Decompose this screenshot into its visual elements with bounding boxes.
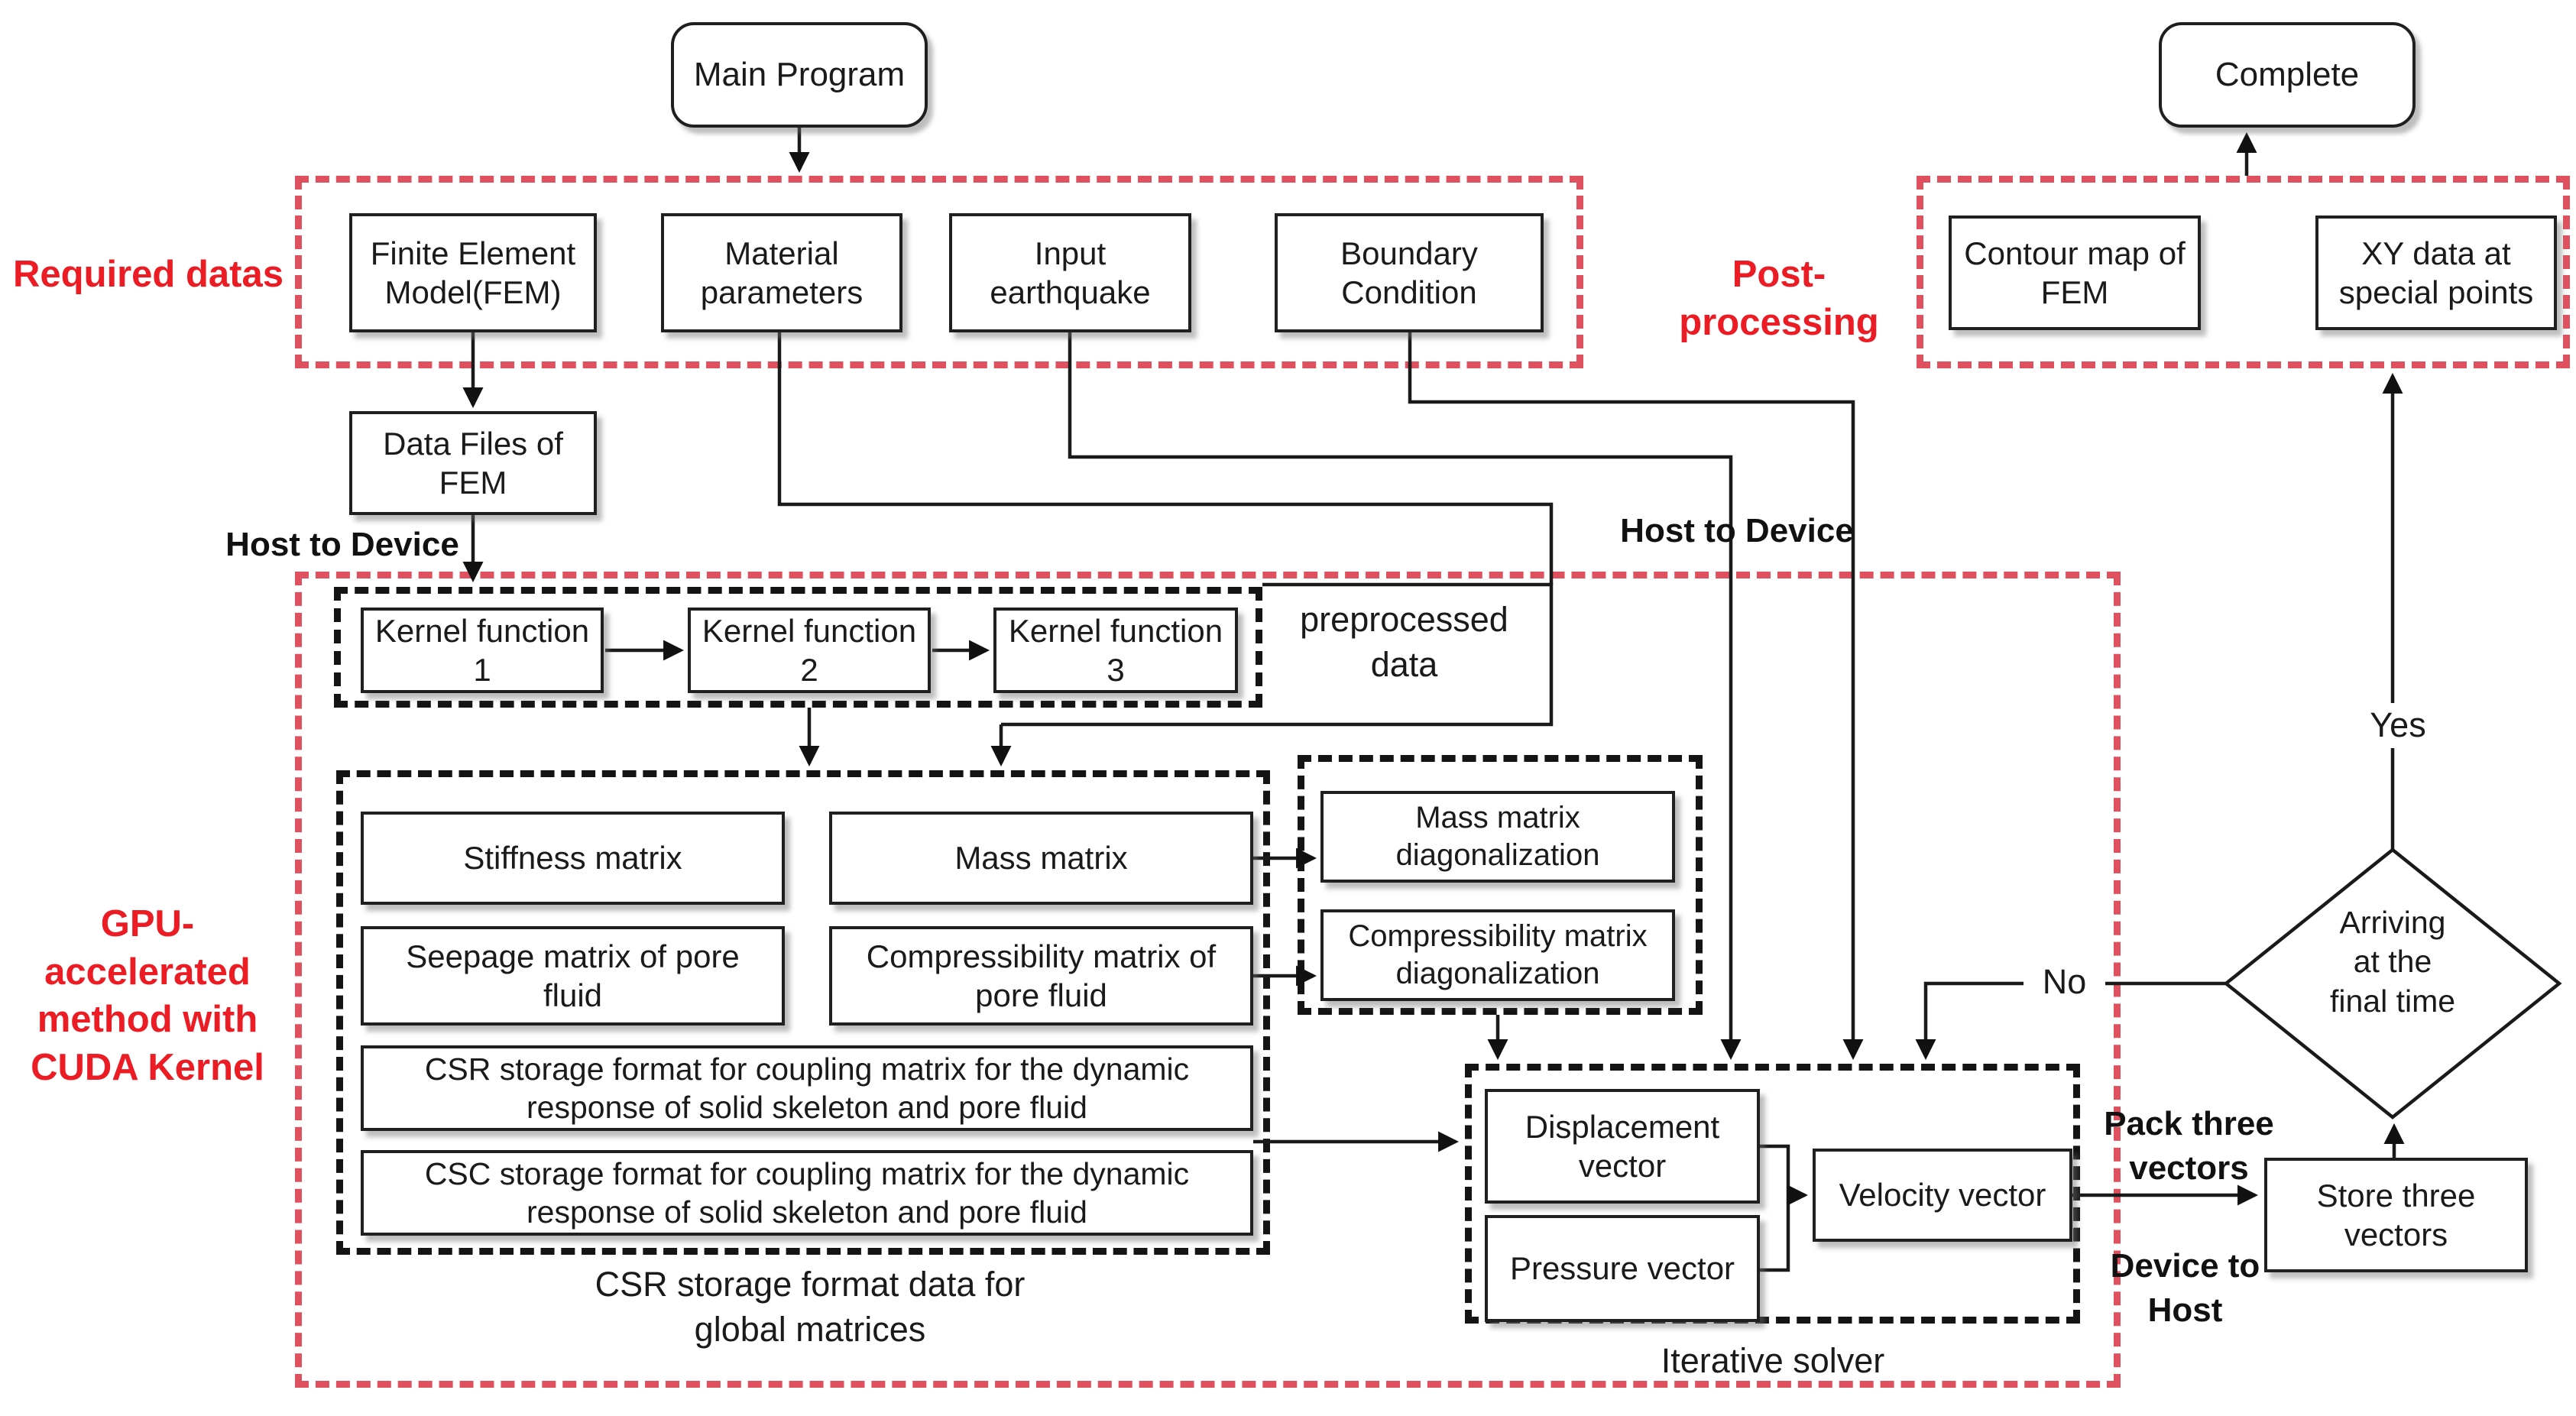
kernel-function-3-label: Kernel function 3	[1008, 612, 1223, 688]
pack-three-vectors-label: Pack three vectors	[2095, 1102, 2283, 1191]
csc-storage-node: CSC storage format for coupling matrix f…	[361, 1150, 1253, 1236]
material-parameters-label: Material parameters	[700, 235, 864, 310]
gpu-label-line-2: method with	[37, 999, 258, 1041]
preprocessed-line-2: data	[1370, 644, 1438, 684]
boundary-condition-node: Boundary Condition	[1275, 213, 1544, 332]
d2h-label-line-2: Host	[2147, 1291, 2223, 1330]
preprocessed-line-1: preprocessed	[1300, 600, 1508, 639]
gpu-label-line-1: GPU-accelerated	[44, 903, 251, 993]
input-earthquake-label: Input earthquake	[990, 235, 1151, 310]
mass-diagonalization-label: Mass matrix diagonalization	[1395, 801, 1600, 872]
compressibility-matrix-label: Compressibility matrix of pore fluid	[866, 938, 1217, 1013]
decision-line-2: at the	[2353, 944, 2432, 980]
complete-node: Complete	[2159, 22, 2416, 128]
compressibility-diagonalization-node: Compressibility matrix diagonalization	[1320, 909, 1675, 1001]
contour-map-node: Contour map of FEM	[1949, 215, 2201, 330]
data-files-node: Data Files of FEM	[349, 411, 597, 515]
kernel-function-3-node: Kernel function 3	[993, 608, 1238, 693]
stiffness-matrix-label: Stiffness matrix	[463, 840, 682, 876]
xy-data-label: XY data at special points	[2338, 235, 2534, 310]
velocity-vector-node: Velocity vector	[1813, 1149, 2072, 1242]
edge-material-to-preprocessed	[777, 332, 1554, 585]
pack-label-line-1: Pack three	[2104, 1105, 2274, 1142]
decision-line-1: Arriving	[2339, 905, 2446, 940]
mass-diagonalization-node: Mass matrix diagonalization	[1320, 791, 1675, 883]
input-earthquake-node: Input earthquake	[949, 213, 1191, 332]
host-to-device-right-label: Host to Device	[1620, 512, 1854, 549]
velocity-vector-label: Velocity vector	[1839, 1177, 2046, 1213]
csr-storage-node: CSR storage format for coupling matrix f…	[361, 1045, 1253, 1131]
store-three-vectors-node: Store three vectors	[2264, 1158, 2528, 1272]
decision-line-3: final time	[2329, 983, 2456, 1019]
data-files-label: Data Files of FEM	[383, 425, 563, 501]
mass-matrix-node: Mass matrix	[829, 812, 1253, 905]
matrices-caption: CSR storage format data for global matri…	[543, 1262, 1077, 1352]
fem-node: Finite Element Model(FEM)	[349, 213, 597, 332]
displacement-vector-node: Displacement vector	[1485, 1089, 1760, 1204]
matrices-caption-line-2: global matrices	[694, 1309, 926, 1349]
complete-label: Complete	[2215, 56, 2360, 94]
stiffness-matrix-node: Stiffness matrix	[361, 812, 785, 905]
compressibility-diagonalization-label: Compressibility matrix diagonalization	[1348, 919, 1648, 990]
post-processing-group-frame	[1917, 176, 2570, 368]
contour-map-label: Contour map of FEM	[1964, 235, 2186, 310]
displacement-vector-label: Displacement vector	[1525, 1108, 1720, 1184]
d2h-label-line-1: Device to	[2110, 1247, 2260, 1285]
pressure-vector-node: Pressure vector	[1485, 1215, 1760, 1322]
pack-label-line-2: vectors	[2129, 1149, 2249, 1188]
iterative-solver-caption: Iterative solver	[1661, 1341, 1885, 1380]
decision-label: Arriving at the final time	[2299, 903, 2486, 1021]
kernel-function-2-label: Kernel function 2	[702, 612, 917, 688]
required-datas-section-label: Required datas	[13, 254, 284, 295]
compressibility-matrix-node: Compressibility matrix of pore fluid	[829, 926, 1253, 1026]
csr-storage-label: CSR storage format for coupling matrix f…	[424, 1051, 1190, 1125]
kernel-function-1-label: Kernel function 1	[374, 612, 590, 688]
csc-storage-label: CSC storage format for coupling matrix f…	[424, 1155, 1190, 1230]
main-program-node: Main Program	[671, 22, 928, 128]
main-program-label: Main Program	[693, 56, 906, 94]
seepage-matrix-label: Seepage matrix of pore fluid	[406, 938, 740, 1013]
seepage-matrix-node: Seepage matrix of pore fluid	[361, 926, 785, 1026]
gpu-method-section-label: GPU-accelerated method with CUDA Kernel	[2, 900, 293, 1092]
material-parameters-node: Material parameters	[661, 213, 902, 332]
yes-branch-label: Yes	[2355, 703, 2441, 748]
no-branch-label: No	[2024, 960, 2105, 1005]
kernel-function-1-node: Kernel function 1	[361, 608, 604, 693]
mass-matrix-label: Mass matrix	[954, 840, 1128, 876]
store-three-vectors-label: Store three vectors	[2316, 1177, 2476, 1252]
kernel-function-2-node: Kernel function 2	[688, 608, 931, 693]
pressure-vector-label: Pressure vector	[1509, 1250, 1735, 1287]
matrices-caption-line-1: CSR storage format data for	[595, 1265, 1026, 1304]
gpu-label-line-3: CUDA Kernel	[31, 1047, 264, 1089]
host-to-device-left-label: Host to Device	[225, 526, 459, 563]
fem-label: Finite Element Model(FEM)	[370, 235, 576, 310]
post-processing-section-label: Post-processing	[1679, 254, 1879, 343]
xy-data-node: XY data at special points	[2315, 215, 2557, 330]
device-to-host-label: Device to Host	[2095, 1244, 2275, 1333]
boundary-condition-label: Boundary Condition	[1340, 235, 1478, 310]
preprocessed-data-label: preprocessed data	[1257, 598, 1551, 687]
